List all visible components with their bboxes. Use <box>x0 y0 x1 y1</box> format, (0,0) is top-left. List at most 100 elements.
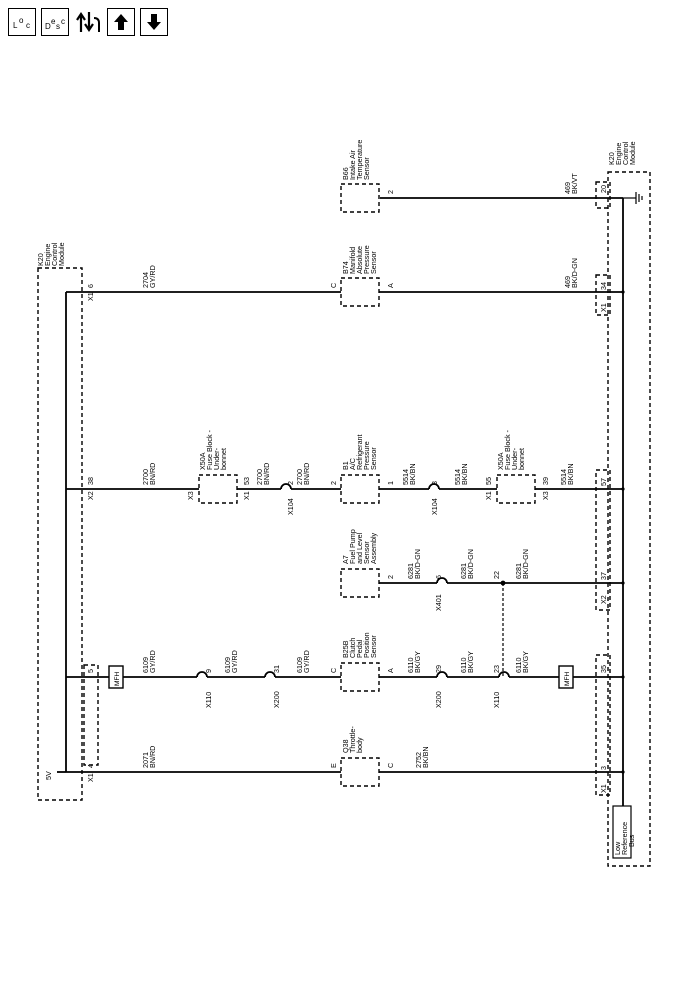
svg-text:6109: 6109 <box>141 657 150 673</box>
wire-label-6109-b: 6109 GY/RD <box>223 650 239 673</box>
svg-text:5V: 5V <box>44 771 53 780</box>
svg-text:BK/GY: BK/GY <box>413 651 422 673</box>
svg-text:BK/BN: BK/BN <box>408 463 417 485</box>
svg-text:B1: B1 <box>341 461 350 470</box>
svg-text:4: 4 <box>86 764 95 768</box>
svg-text:35: 35 <box>599 665 608 673</box>
svg-text:3: 3 <box>430 481 439 485</box>
svg-text:Intake Air: Intake Air <box>348 149 357 180</box>
b74-label: B74 Manifold Absolute Pressure Sensor <box>341 245 378 274</box>
svg-text:BK/BN: BK/BN <box>421 746 430 768</box>
svg-text:and Level: and Level <box>355 532 364 564</box>
svg-text:29: 29 <box>434 665 443 673</box>
svg-text:6281: 6281 <box>514 563 523 579</box>
svg-text:X200: X200 <box>434 691 443 708</box>
five-volt-label: 5V <box>44 771 53 780</box>
svg-text:Control: Control <box>50 242 59 266</box>
svg-text:2: 2 <box>286 481 295 485</box>
location-button[interactable]: L o c <box>8 8 36 36</box>
svg-text:BK/D-GN: BK/D-GN <box>521 549 530 579</box>
arrow-down-button[interactable] <box>140 8 168 36</box>
svg-text:2: 2 <box>329 481 338 485</box>
left-pin-labels: X1 6 X2 38 5 X1 4 <box>86 284 95 782</box>
wire-label-2700-a: 2700 BN/RD <box>141 463 157 485</box>
wire-label-6109-c: 6109 GY/RD <box>295 650 311 673</box>
svg-text:GY/RD: GY/RD <box>230 650 239 673</box>
ecm-left-label: K20 Engine Control Module <box>36 242 66 266</box>
x110-b-connector <box>498 671 510 678</box>
svg-text:BK/D-GN: BK/D-GN <box>413 549 422 579</box>
svg-text:X2: X2 <box>86 491 95 500</box>
svg-text:Fuse Block -: Fuse Block - <box>205 429 214 470</box>
svg-text:37: 37 <box>599 572 608 580</box>
svg-text:2071: 2071 <box>141 752 150 768</box>
svg-text:469: 469 <box>563 182 572 194</box>
svg-text:Under-: Under- <box>510 447 519 470</box>
right-conn-x1a <box>595 274 611 316</box>
svg-text:BN/RD: BN/RD <box>262 463 271 485</box>
svg-text:Engine: Engine <box>43 244 52 266</box>
svg-text:Module: Module <box>628 141 637 165</box>
arrow-up-icon <box>114 14 128 30</box>
right-conn-x1a-top <box>595 181 611 209</box>
description-button[interactable]: D e s c <box>41 8 69 36</box>
svg-text:C: C <box>329 668 338 673</box>
b1-sensor <box>340 474 380 504</box>
wire-label-6110-c: 6110 BK/GY <box>514 651 530 673</box>
svg-text:Manifold: Manifold <box>348 247 357 274</box>
x401-connector <box>436 577 448 584</box>
wire-label-6281-c: 6281 BK/D-GN <box>514 549 530 579</box>
svg-text:2700: 2700 <box>255 469 264 485</box>
b25b-label: B25B Clutch Pedal Position Sensor <box>341 632 378 658</box>
x50a-fuse-block-right <box>496 474 536 504</box>
b66-sensor <box>340 183 380 213</box>
svg-text:B66: B66 <box>341 167 350 180</box>
right-pin-labels: 20 X1 34 57 X2 37 35 X1 3 <box>599 185 608 793</box>
q38-label: Q38 Throttle- body <box>341 726 364 753</box>
svg-text:Sensor: Sensor <box>369 635 378 658</box>
wire-label-2700-b: 2700 BN/RD <box>255 463 271 485</box>
svg-text:MFH: MFH <box>564 671 571 686</box>
x104-a-connector <box>280 483 292 490</box>
right-conn-x2 <box>595 469 611 611</box>
svg-text:2752: 2752 <box>414 752 423 768</box>
ecm-left-outline <box>37 267 83 801</box>
svg-text:X200: X200 <box>272 691 281 708</box>
svg-text:BN/RD: BN/RD <box>302 463 311 485</box>
svg-text:C: C <box>329 283 338 288</box>
svg-text:38: 38 <box>86 477 95 485</box>
svg-text:Fuse Block -: Fuse Block - <box>503 429 512 470</box>
wire-label-469-bkvt: 469 BK/VT <box>563 173 579 194</box>
svg-text:Bus: Bus <box>627 834 636 847</box>
svg-text:X104: X104 <box>430 498 439 515</box>
left-connector-group <box>83 664 99 766</box>
arrow-up-button[interactable] <box>107 8 135 36</box>
svg-text:1: 1 <box>386 481 395 485</box>
svg-text:6110: 6110 <box>514 658 523 673</box>
wire-label-5514-a: 5514 BK/BN <box>401 463 417 485</box>
ecm-right-label: K20 Engine Control Module <box>607 141 637 165</box>
a7-label: A7 Fuel Pump and Level Sensor Assembly <box>341 529 378 564</box>
right-conn-x1b <box>595 654 611 796</box>
svg-text:9: 9 <box>204 669 213 673</box>
wire-label-6110-a: 6110 BK/GY <box>406 651 422 673</box>
svg-text:Pressure: Pressure <box>362 245 371 274</box>
svg-text:5514: 5514 <box>559 469 568 485</box>
svg-text:X1: X1 <box>242 491 251 500</box>
wire-label-2752: 2752 BK/BN <box>414 746 430 768</box>
a7-fuel-pump-assembly <box>340 568 380 598</box>
svg-text:X1: X1 <box>86 773 95 782</box>
svg-text:2700: 2700 <box>141 469 150 485</box>
svg-text:Fuel Pump: Fuel Pump <box>348 529 357 564</box>
svg-text:Q38: Q38 <box>341 739 350 753</box>
svg-text:X1: X1 <box>484 491 493 500</box>
connector-swap-button[interactable] <box>74 8 102 36</box>
svg-text:Refrigerant: Refrigerant <box>355 434 364 470</box>
x110-a-connector <box>196 671 208 678</box>
svg-text:X104: X104 <box>286 498 295 515</box>
svg-text:Sensor: Sensor <box>369 447 378 470</box>
svg-text:X110: X110 <box>492 692 501 708</box>
svg-text:B74: B74 <box>341 261 350 274</box>
svg-text:X110: X110 <box>204 692 213 708</box>
